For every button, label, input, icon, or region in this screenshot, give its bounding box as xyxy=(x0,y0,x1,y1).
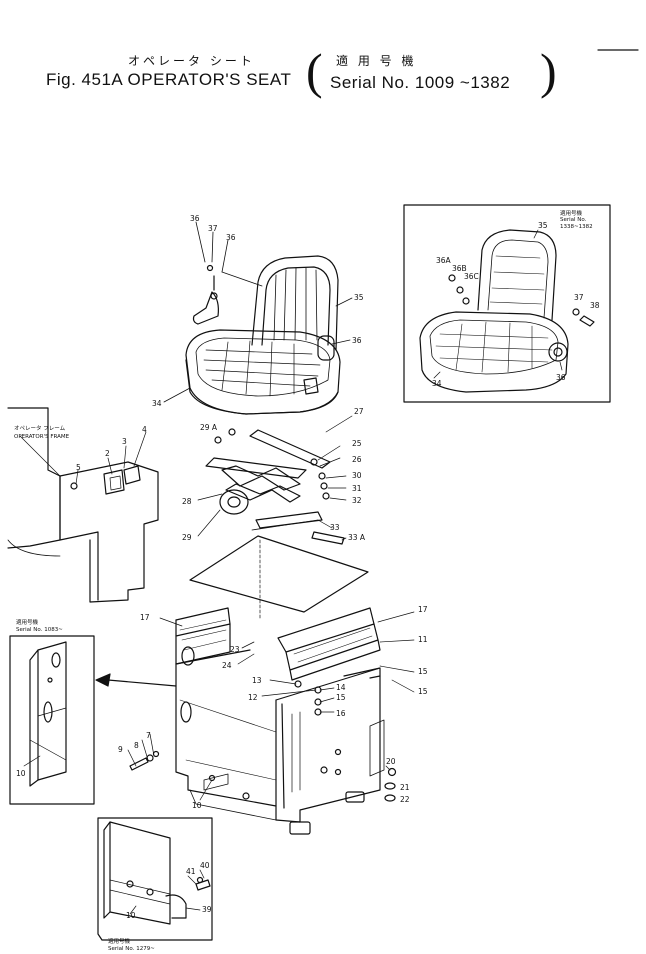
callout: 10 xyxy=(192,801,202,810)
left-inset-panel xyxy=(29,641,67,787)
seat-inset-serial-en: Serial No. xyxy=(560,217,587,223)
left-inset-serial-jp: 適用号機 xyxy=(16,618,39,626)
nut-washer-set xyxy=(384,767,397,802)
seat-inset-frame xyxy=(403,204,611,403)
callout: 26 xyxy=(352,455,362,464)
callout: 21 xyxy=(400,783,410,792)
seat-base-skirt xyxy=(185,359,339,415)
seat-assembly xyxy=(185,255,341,415)
callout: 35 xyxy=(354,293,364,302)
callout: 17 xyxy=(140,613,150,622)
callout: 36 xyxy=(190,214,200,223)
left-inset-frame xyxy=(9,635,95,805)
page-title: Fig. 451A OPERATOR'S SEAT xyxy=(46,70,292,89)
callout: 23 xyxy=(230,645,240,654)
callout: 25 xyxy=(352,439,362,448)
seat-cushion-top xyxy=(195,337,331,397)
callout: 22 xyxy=(400,795,410,804)
callout: 37 xyxy=(208,224,218,233)
callout: 27 xyxy=(354,407,364,416)
callout: 5 xyxy=(76,463,81,472)
mounting-bolts xyxy=(129,750,160,771)
callout: 30 xyxy=(352,471,362,480)
seat-backrest xyxy=(251,255,339,351)
callout: 29 xyxy=(182,533,192,542)
callout: 13 xyxy=(252,676,262,685)
callout: 40 xyxy=(200,861,210,870)
callout: 11 xyxy=(418,635,428,644)
callout: 9 xyxy=(118,745,123,754)
callout: 20 xyxy=(386,757,396,766)
title-japanese: オペレータ シート xyxy=(128,54,255,68)
callout: 28 xyxy=(182,497,192,506)
callout: 24 xyxy=(222,661,232,670)
reference-arrow xyxy=(95,673,177,687)
callout: 17 xyxy=(418,605,428,614)
frame-label-en: OPERATOR'S FRAME xyxy=(14,434,70,440)
open-paren: ( xyxy=(306,43,323,99)
seat-cushion xyxy=(185,329,341,415)
serial-label-japanese: 適 用 号 機 xyxy=(336,54,417,68)
callout: 15 xyxy=(418,667,428,676)
callout: 16 xyxy=(336,709,346,718)
callout: 7 xyxy=(146,731,151,740)
callout: 35 xyxy=(538,221,548,230)
seat-inset-serial-range: 1338~1382 xyxy=(560,224,593,230)
callout: 33 A xyxy=(348,533,366,542)
callout: 41 xyxy=(186,867,196,876)
callout: 2 xyxy=(105,449,110,458)
seat-knob xyxy=(317,335,335,361)
callout: 15 xyxy=(418,687,428,696)
bottom-inset-serial-jp: 適用号機 xyxy=(108,937,131,945)
seat-plate xyxy=(189,535,369,613)
bottom-inset-panel xyxy=(103,821,211,925)
callout: 12 xyxy=(248,693,258,702)
callout: 29 A xyxy=(200,423,218,432)
callout: 32 xyxy=(352,496,362,505)
callout: 4 xyxy=(142,425,147,434)
callout: 33 xyxy=(330,523,340,532)
callout: 10 xyxy=(126,911,136,920)
inset-seat xyxy=(419,229,595,393)
callout: 36 xyxy=(352,336,362,345)
seat-inset-serial-jp: 適用号機 xyxy=(560,209,583,217)
callout: 38 xyxy=(590,301,600,310)
callout: 34 xyxy=(432,379,442,388)
callout: 15 xyxy=(336,693,346,702)
callout: 36 xyxy=(556,373,566,382)
callout: 8 xyxy=(134,741,139,750)
seat-rail-right xyxy=(277,607,381,716)
callout: 10 xyxy=(16,769,26,778)
bottom-inset-frame xyxy=(97,817,213,941)
serial-range: Serial No. 1009 ~1382 xyxy=(330,73,511,92)
seat-backrest-inner xyxy=(261,266,331,346)
callout: 3 xyxy=(122,437,127,446)
callout: 36B xyxy=(452,264,467,273)
close-paren: ) xyxy=(540,43,557,99)
seat-latch xyxy=(303,377,319,395)
frame-label-jp: オペレータ フレーム xyxy=(14,424,66,432)
callout: 36A xyxy=(436,256,452,265)
bottom-inset-serial-en: Serial No. 1279~ xyxy=(108,946,155,952)
seat-base-box xyxy=(175,607,385,835)
armrest-bracket xyxy=(192,264,219,325)
seat-suspension xyxy=(205,428,345,545)
callout: 14 xyxy=(336,683,346,692)
callout: 37 xyxy=(574,293,584,302)
left-inset-serial-en: Serial No. 1083~ xyxy=(16,627,63,633)
callout: 34 xyxy=(152,399,162,408)
callout: 36C xyxy=(464,272,479,281)
callout: 39 xyxy=(202,905,212,914)
callout: 36 xyxy=(226,233,236,242)
callout: 31 xyxy=(352,484,362,493)
